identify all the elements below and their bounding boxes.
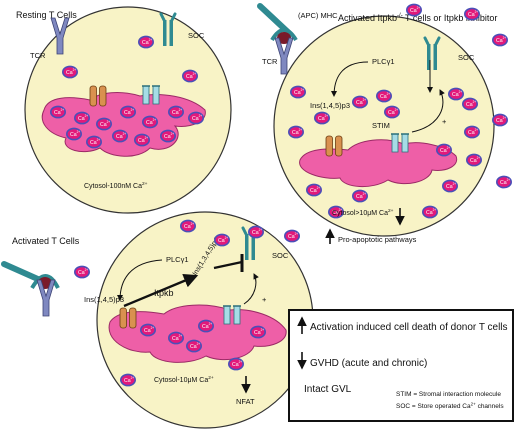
activated-soc-label: SOC — [272, 251, 289, 260]
itpkb-ko-ip3-label: Ins(1,4,5)p3 — [310, 101, 350, 110]
activated-nfat-label: NFAT — [236, 397, 255, 406]
itpkb-ko-tcr-label: TCR — [262, 57, 278, 66]
resting-title: Resting T Cells — [16, 10, 77, 20]
legend-line3: Intact GVL — [304, 384, 352, 395]
activated-cytosol-label: Cytosol-10μM Ca2+ — [154, 375, 214, 384]
legend-stim-def: STIM = Stromal interaction molecule — [396, 391, 501, 398]
activated-itpkb-label: Itpkb — [154, 288, 174, 298]
panel-resting: Resting T Cells TCR SOC Cytosol-100nM Ca… — [16, 6, 232, 214]
activated-er — [108, 304, 287, 363]
activated-apc-arm — [1, 261, 43, 283]
activated-ip3-label: Ins(1,4,5)p3 — [84, 295, 124, 304]
legend-border — [288, 309, 514, 422]
panel-itpkb-ko: Activated Itpkb-/- T cells or Itpkb inhi… — [257, 3, 513, 244]
itpkb-ko-cell — [273, 15, 495, 237]
itpkb-ko-soc-label: SOC — [458, 53, 475, 62]
activated-stim-arrow — [243, 273, 259, 305]
itpkb-ko-cytosol-label: Cytosol>10μM Ca2+ — [332, 208, 394, 217]
activated-title: Activated T Cells — [12, 236, 80, 246]
resting-soc-label: SOC — [188, 31, 205, 40]
itpkb-ko-stim-arrow — [411, 89, 445, 133]
itpkb-ko-stim-label: STIM — [372, 121, 390, 130]
itpkb-ko-apoptotic-label: Pro-apoptotic pathways — [338, 235, 417, 244]
activated-plc-arrow — [117, 259, 163, 301]
panel-activated: Activated T Cells SOC PLCγ1 Ins(1,4,5)p3… — [1, 211, 314, 429]
itpkb-ko-mhc — [270, 28, 298, 44]
itpkb-ko-apc-label: (APC) MHC — [298, 11, 338, 20]
legend-line2: GVHD (acute and chronic) — [310, 358, 427, 369]
legend-box: Activation induced cell death of donor T… — [288, 309, 514, 422]
legend-soc-def: SOC = Store operated Ca2+ channels — [396, 402, 504, 411]
resting-tcr-label: TCR — [30, 51, 46, 60]
resting-cytosol-label: Cytosol-100nM Ca2+ — [84, 181, 148, 190]
legend-line1: Activation induced cell death of donor T… — [310, 322, 508, 333]
itpkb-ko-plc-label: PLCγ1 — [372, 57, 395, 66]
itpkb-ko-title: Activated Itpkb-/- T cells or Itpkb inhi… — [338, 13, 497, 23]
itpkb-ko-plc-arrow — [331, 61, 369, 97]
activated-plc-label: PLCγ1 — [166, 255, 189, 264]
activated-inhibit-line — [213, 260, 243, 270]
activated-itpkb-arrow — [123, 273, 199, 308]
activated-plus: + — [262, 295, 267, 304]
itpkb-ko-plus: + — [442, 117, 447, 126]
